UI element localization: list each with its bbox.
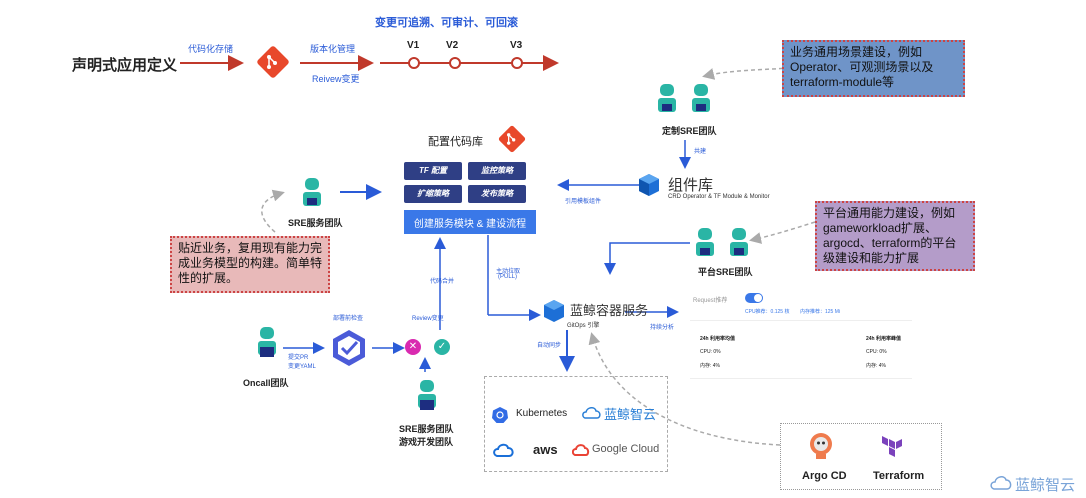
sre-game-team-icon	[418, 380, 436, 410]
approve-icon: ✓	[434, 339, 450, 355]
container-service-icon	[544, 300, 564, 322]
sre-service-team-icon	[303, 178, 321, 206]
pull-label-1: 主动拉取	[496, 269, 521, 275]
bluking-brand-icon	[990, 476, 1012, 490]
business-note: 业务通用场景建设，例如Operator、可观测场景以及terraform-mod…	[782, 40, 965, 97]
component-lib-title: 组件库	[668, 177, 714, 194]
repo-title: 配置代码库	[428, 136, 483, 148]
metrics-table	[690, 320, 912, 379]
component-lib-subtitle: CRD Operator & TF Module & Monitor	[668, 194, 770, 200]
brand-label: 蓝鲸智云	[1015, 477, 1076, 494]
repo-git-icon	[498, 125, 526, 153]
custom-sre-team-label: 定制SRE团队	[662, 126, 717, 136]
change-yaml-label: 变更YAML	[288, 364, 316, 370]
gitops-engine-label: GitOps 引擎	[567, 323, 600, 329]
auto-sync-label: 自动同步	[537, 343, 562, 349]
traceable-label: 变更可追溯、可审计、可回滚	[375, 17, 518, 29]
aws-label: aws	[533, 442, 558, 457]
tag-monitor-policy: 监控策略	[468, 162, 526, 180]
version-v3: V3	[510, 40, 523, 51]
platform-sre-team-icon	[696, 228, 748, 256]
version-v1: V1	[407, 40, 420, 51]
near-business-note: 贴近业务，复用现有能力完成业务模型的构建。简单特性的扩展。	[170, 236, 330, 293]
co-build-label: 共建	[694, 149, 707, 155]
kubernetes-icon	[492, 407, 508, 423]
git-icon	[257, 46, 289, 78]
sre-service-team-label: SRE服务团队	[288, 218, 343, 228]
oncall-team-label: Oncall团队	[243, 378, 289, 388]
tag-release-policy: 发布策略	[468, 185, 526, 203]
mem-rec-label: 内存推荐：125 Mi	[800, 309, 841, 315]
tag-scale-policy: 扩缩策略	[404, 185, 462, 203]
sre-game-team-label-2: 游戏开发团队	[399, 437, 454, 447]
custom-sre-team-icon	[658, 84, 710, 112]
bluking-cloud-label: 蓝鲸智云	[604, 407, 657, 422]
ref-template-label: 引用模板组件	[565, 199, 602, 205]
avg-col-title: 24h 利用率均值	[700, 336, 736, 342]
create-flow-bar	[404, 210, 536, 234]
cpu-rec-label: CPU推荐：0.125 核	[745, 309, 790, 315]
review-change-label: Reivew变更	[312, 74, 360, 84]
kubernetes-label: Kubernetes	[516, 408, 568, 419]
peak-cpu-value: CPU: 0%	[866, 349, 887, 355]
review-label: Review变更	[412, 316, 444, 322]
request-rec-label: Request推荐	[693, 298, 728, 304]
argo-cd-label: Argo CD	[802, 470, 847, 482]
version-v2: V2	[446, 40, 459, 51]
versioned-label: 版本化管理	[310, 44, 356, 54]
terraform-icon	[882, 436, 902, 457]
reject-icon: ✕	[405, 339, 421, 355]
azure-cloud-icon	[493, 443, 514, 457]
code-merge-label: 代码合并	[430, 279, 455, 285]
platform-note: 平台通用能力建设，例如gameworkload扩展、argocd、terrafo…	[815, 201, 975, 271]
request-toggle[interactable]	[745, 293, 763, 303]
cloud-providers-box	[484, 376, 668, 472]
pull-label-2: (PULL)	[498, 274, 518, 280]
code-storage-label: 代码化存储	[188, 44, 234, 54]
deploy-check-label: 部署前检查	[333, 316, 364, 322]
peak-col-title: 24h 利用率峰值	[866, 336, 902, 342]
bluking-cloud-icon	[582, 407, 601, 419]
avg-cpu-value: CPU: 0%	[700, 349, 721, 355]
platform-sre-team-label: 平台SRE团队	[698, 267, 753, 277]
submit-pr-label: 提交PR	[288, 355, 309, 361]
tag-tf-config: TF 配置	[404, 162, 462, 180]
tools-box	[780, 423, 942, 490]
sre-game-team-label-1: SRE服务团队	[399, 424, 454, 434]
argo-cd-icon	[810, 433, 832, 459]
terraform-label: Terraform	[873, 470, 925, 482]
google-cloud-label: Google Cloud	[592, 443, 660, 455]
continuous-analysis-label: 持续分析	[650, 325, 675, 331]
metrics-panel	[680, 288, 920, 378]
oncall-team-icon	[258, 327, 276, 357]
peak-mem-value: 内存: 4%	[866, 363, 887, 369]
container-service-title: 蓝鲸容器服务	[570, 303, 649, 318]
avg-mem-value: 内存: 4%	[700, 363, 721, 369]
create-flow-label: 创建服务模块 & 建设流程	[413, 219, 527, 230]
cube-icon	[639, 174, 659, 196]
google-cloud-icon	[572, 444, 590, 456]
declarative-label: 声明式应用定义	[72, 57, 178, 74]
deploy-check-icon	[333, 330, 365, 366]
